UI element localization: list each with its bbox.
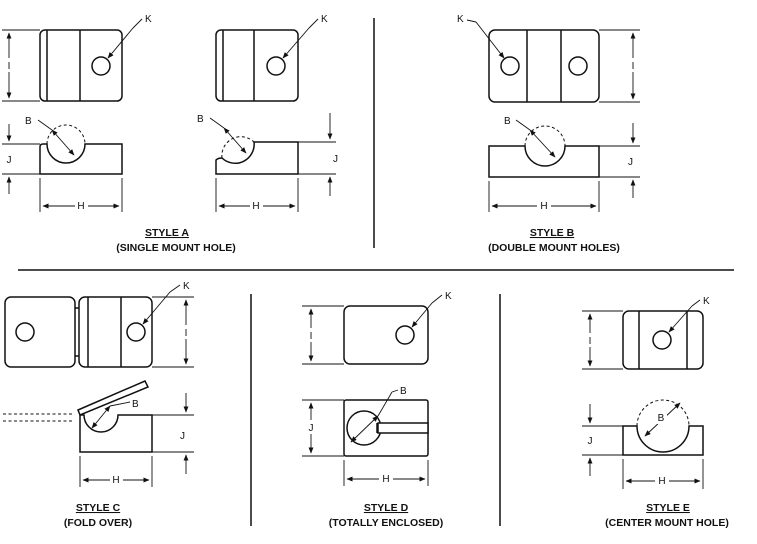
style-a-label-h-2: H: [252, 201, 259, 212]
style-b-group: K I B J H STYLE B (: [457, 14, 640, 254]
style-d-top-view: K I: [302, 291, 452, 365]
style-b-title: STYLE B: [530, 227, 575, 239]
style-a-label-j: J: [7, 155, 12, 166]
style-b-subtitle: (DOUBLE MOUNT HOLES): [488, 242, 620, 254]
style-b-label-j: J: [628, 157, 633, 168]
style-a-top-view-1: K: [39, 14, 152, 102]
style-d-label-j: J: [309, 423, 314, 434]
style-e-label-i: I: [589, 336, 592, 347]
style-b-label-k: K: [457, 14, 464, 25]
style-d-label-k: K: [445, 291, 452, 302]
style-e-label-b: B: [658, 413, 665, 424]
style-a-label-b-2: B: [197, 114, 204, 125]
style-a-group: I K K B: [2, 14, 338, 254]
style-c-side-view: B J H: [3, 380, 194, 487]
style-e-side-view: B J H: [582, 399, 704, 489]
style-e-label-k: K: [703, 296, 710, 307]
style-a-label-j-2: J: [333, 154, 338, 165]
style-c-label-j: J: [180, 431, 185, 442]
style-e-group: K I B J H STYLE E (: [582, 296, 729, 529]
style-d-label-b: B: [400, 386, 407, 397]
style-e-label-j: J: [588, 436, 593, 447]
style-d-label-h: H: [382, 474, 389, 485]
style-a-dim-i: I: [2, 29, 40, 102]
style-b-label-i: I: [632, 61, 635, 72]
style-c-top-view: K I: [4, 281, 194, 368]
style-d-title: STYLE D: [364, 502, 409, 514]
style-c-label-b: B: [132, 399, 139, 410]
style-d-side-view: B J H: [302, 386, 429, 486]
style-e-label-h: H: [658, 476, 665, 487]
style-e-subtitle: (CENTER MOUNT HOLE): [605, 517, 729, 529]
style-c-label-k: K: [183, 281, 190, 292]
style-d-group: K I B J H: [302, 291, 452, 529]
style-a-side-view-2: B J H: [197, 113, 338, 212]
style-a-label-i: I: [8, 61, 11, 72]
style-d-subtitle: (TOTALLY ENCLOSED): [329, 517, 444, 529]
style-a-label-h-1: H: [77, 201, 84, 212]
style-a-side-view-1: B J H: [2, 116, 123, 212]
style-c-group: K I B J H: [3, 281, 194, 529]
style-b-side-view: B J H: [488, 116, 640, 212]
style-a-label-b-1: B: [25, 116, 32, 127]
style-a-label-k-2: K: [321, 14, 328, 25]
style-b-top-view: K I: [457, 14, 640, 103]
style-b-label-b: B: [504, 116, 511, 127]
style-d-label-i: I: [310, 331, 313, 342]
style-c-title: STYLE C: [76, 502, 121, 514]
style-b-label-h: H: [540, 201, 547, 212]
style-a-top-view-2: K: [215, 14, 328, 102]
style-c-label-i: I: [185, 328, 188, 339]
style-a-label-k-1: K: [145, 14, 152, 25]
style-c-subtitle: (FOLD OVER): [64, 517, 132, 529]
style-e-title: STYLE E: [646, 502, 690, 514]
style-c-label-h: H: [112, 475, 119, 486]
style-a-title: STYLE A: [145, 227, 189, 239]
style-a-subtitle: (SINGLE MOUNT HOLE): [116, 242, 236, 254]
style-e-top-view: K I: [582, 296, 710, 370]
